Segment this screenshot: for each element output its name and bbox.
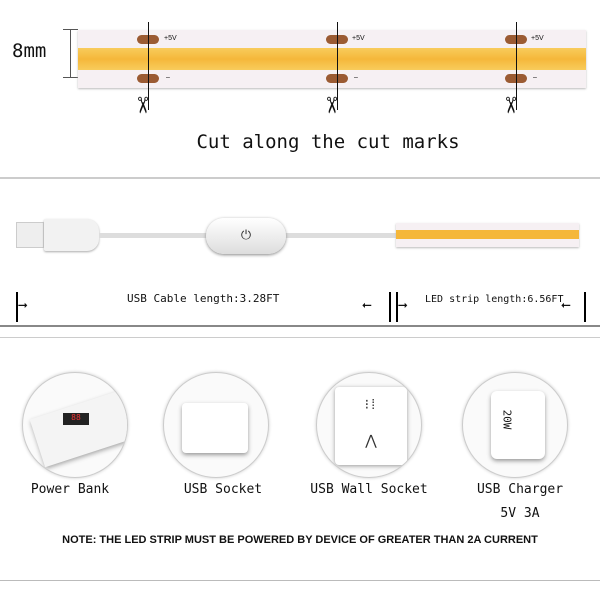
power-note: NOTE: THE LED STRIP MUST BE POWERED BY D…	[62, 534, 538, 546]
led-strip-closeup: +5V – +5V – +5V –	[78, 30, 586, 88]
pad-minus-label: –	[354, 74, 358, 81]
pad-minus-label: –	[533, 74, 537, 81]
cob-led-band	[396, 230, 579, 239]
wall-socket-image: ⁝⁞⋀	[316, 372, 422, 478]
dimension-bar	[396, 292, 398, 322]
divider	[0, 337, 600, 338]
arrow-left-icon: ➞	[362, 296, 372, 315]
usb-plug-housing	[44, 219, 99, 251]
width-label: 8mm	[12, 40, 47, 62]
arrow-left-icon: ➞	[561, 296, 571, 315]
led-strip	[396, 223, 579, 247]
dimension-bar	[389, 292, 391, 322]
dimension-tick	[63, 77, 78, 78]
usb-charger-image: 20W	[462, 372, 568, 478]
scissors-icon: ✂	[314, 95, 350, 115]
scissors-icon: ✂	[493, 95, 529, 115]
dimension-tick	[63, 29, 78, 30]
cut-caption: Cut along the cut marks	[196, 131, 460, 153]
cut-line	[516, 22, 517, 110]
usb-plug	[16, 222, 44, 248]
width-dimension-line	[70, 30, 71, 77]
pad-plus-label: +5V	[164, 35, 177, 42]
divider	[0, 177, 600, 179]
charger-spec: 5V 3A	[500, 506, 540, 521]
usb-length-label: USB Cable length:3.28FT	[127, 292, 280, 305]
device-label: USB Socket	[183, 482, 263, 497]
arrow-right-icon: ➞	[398, 296, 408, 315]
cut-line	[148, 22, 149, 110]
divider	[0, 580, 600, 581]
pad-plus-label: +5V	[531, 35, 544, 42]
device-label: USB Wall Socket	[310, 482, 428, 497]
charger-wattage: 20W	[500, 409, 514, 430]
arrow-right-icon: ➞	[18, 296, 28, 315]
touch-switch[interactable]: ⏻	[206, 218, 286, 254]
strip-length-label: LED strip length:6.56FT	[425, 294, 564, 305]
power-bank-image: 88	[22, 372, 128, 478]
dimension-bar	[16, 292, 18, 322]
dimension-bar	[584, 292, 586, 322]
device-label: Power Bank	[30, 482, 110, 497]
divider	[0, 325, 600, 327]
cob-led-band	[78, 48, 586, 70]
cut-line	[337, 22, 338, 110]
usb-socket-image	[163, 372, 269, 478]
pad-minus-label: –	[166, 74, 170, 81]
scissors-icon: ✂	[125, 95, 161, 115]
device-label: USB Charger	[476, 482, 564, 497]
pad-plus-label: +5V	[352, 35, 365, 42]
power-icon: ⏻	[240, 228, 252, 243]
